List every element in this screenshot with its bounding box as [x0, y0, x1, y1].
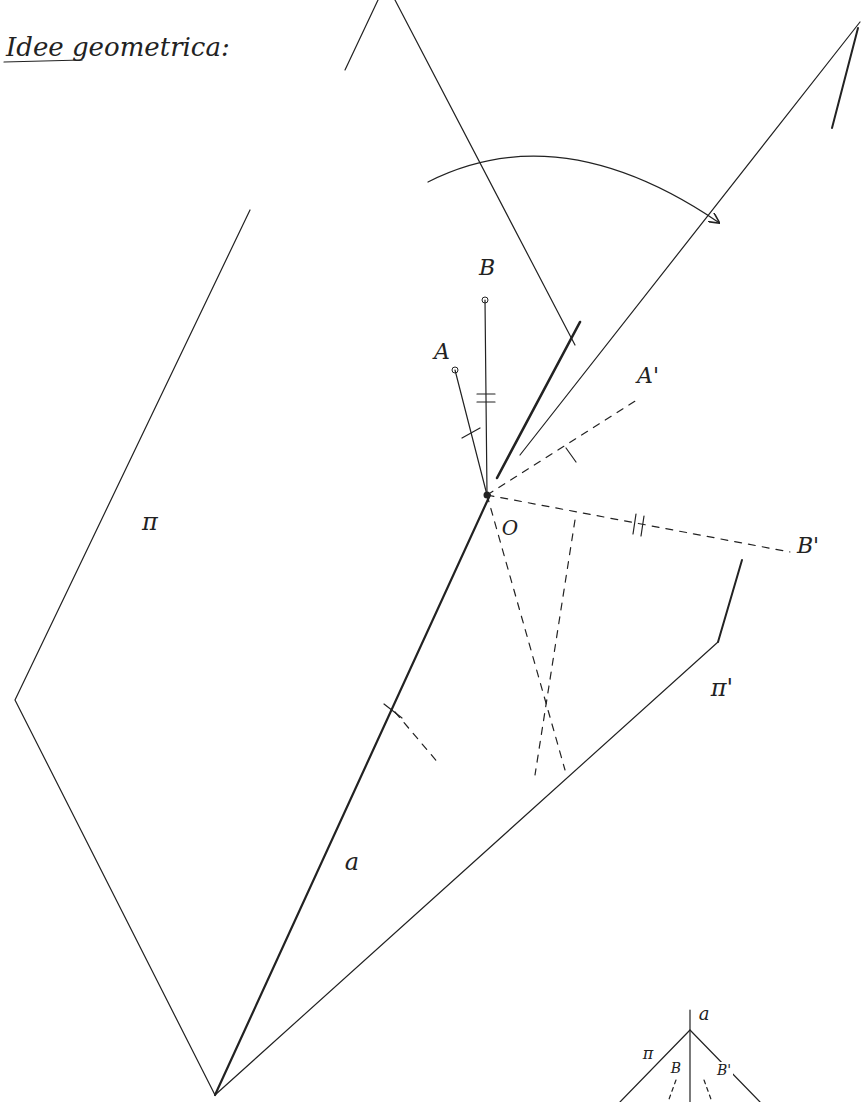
- point-label: B': [715, 1062, 733, 1078]
- tick: [566, 448, 576, 462]
- tick: [633, 514, 644, 536]
- plane-pi-top: [345, 0, 378, 70]
- segment-bo: [485, 300, 487, 495]
- small-dashed: [668, 1080, 712, 1102]
- point-a: [452, 367, 458, 373]
- tick: [462, 428, 480, 438]
- point-label: A': [635, 364, 661, 388]
- tick: [477, 394, 495, 402]
- dashed-line: [395, 712, 440, 765]
- point-b: [482, 297, 488, 303]
- point-label: B': [795, 534, 821, 558]
- point-label: O: [500, 517, 520, 539]
- dashed-line: [487, 495, 565, 770]
- point-o: [484, 492, 491, 499]
- point-label: π: [140, 509, 160, 535]
- point-label: B: [669, 1060, 683, 1076]
- segment-oa-prime: [487, 398, 640, 495]
- rotation-arrow: [428, 156, 718, 222]
- plane-pi-prime: [520, 22, 860, 455]
- segment-ao: [455, 370, 487, 495]
- line-a: [215, 495, 490, 1095]
- dashed-line: [535, 520, 575, 775]
- small-line-a: [689, 1010, 690, 1102]
- small-plane: [620, 1030, 760, 1102]
- point-label: a: [343, 849, 361, 875]
- plane-pi-prime-side: [718, 560, 742, 642]
- line-a-upper: [497, 322, 580, 478]
- sketch-title: Idee geometrica:: [6, 34, 230, 60]
- point-label: π': [709, 675, 735, 701]
- title-underline: [4, 60, 82, 62]
- plane-pi-prime-bottom: [215, 642, 718, 1095]
- plane-pi-edge: [395, 0, 575, 345]
- segment-ob-prime: [487, 495, 790, 552]
- point-label: π: [641, 1045, 656, 1063]
- point-label: a: [697, 1004, 712, 1024]
- tick: [384, 704, 402, 718]
- plane-pi: [15, 210, 250, 1095]
- plane-pi-prime-edge: [832, 28, 858, 128]
- point-label: A: [432, 340, 452, 364]
- point-label: B: [477, 256, 497, 280]
